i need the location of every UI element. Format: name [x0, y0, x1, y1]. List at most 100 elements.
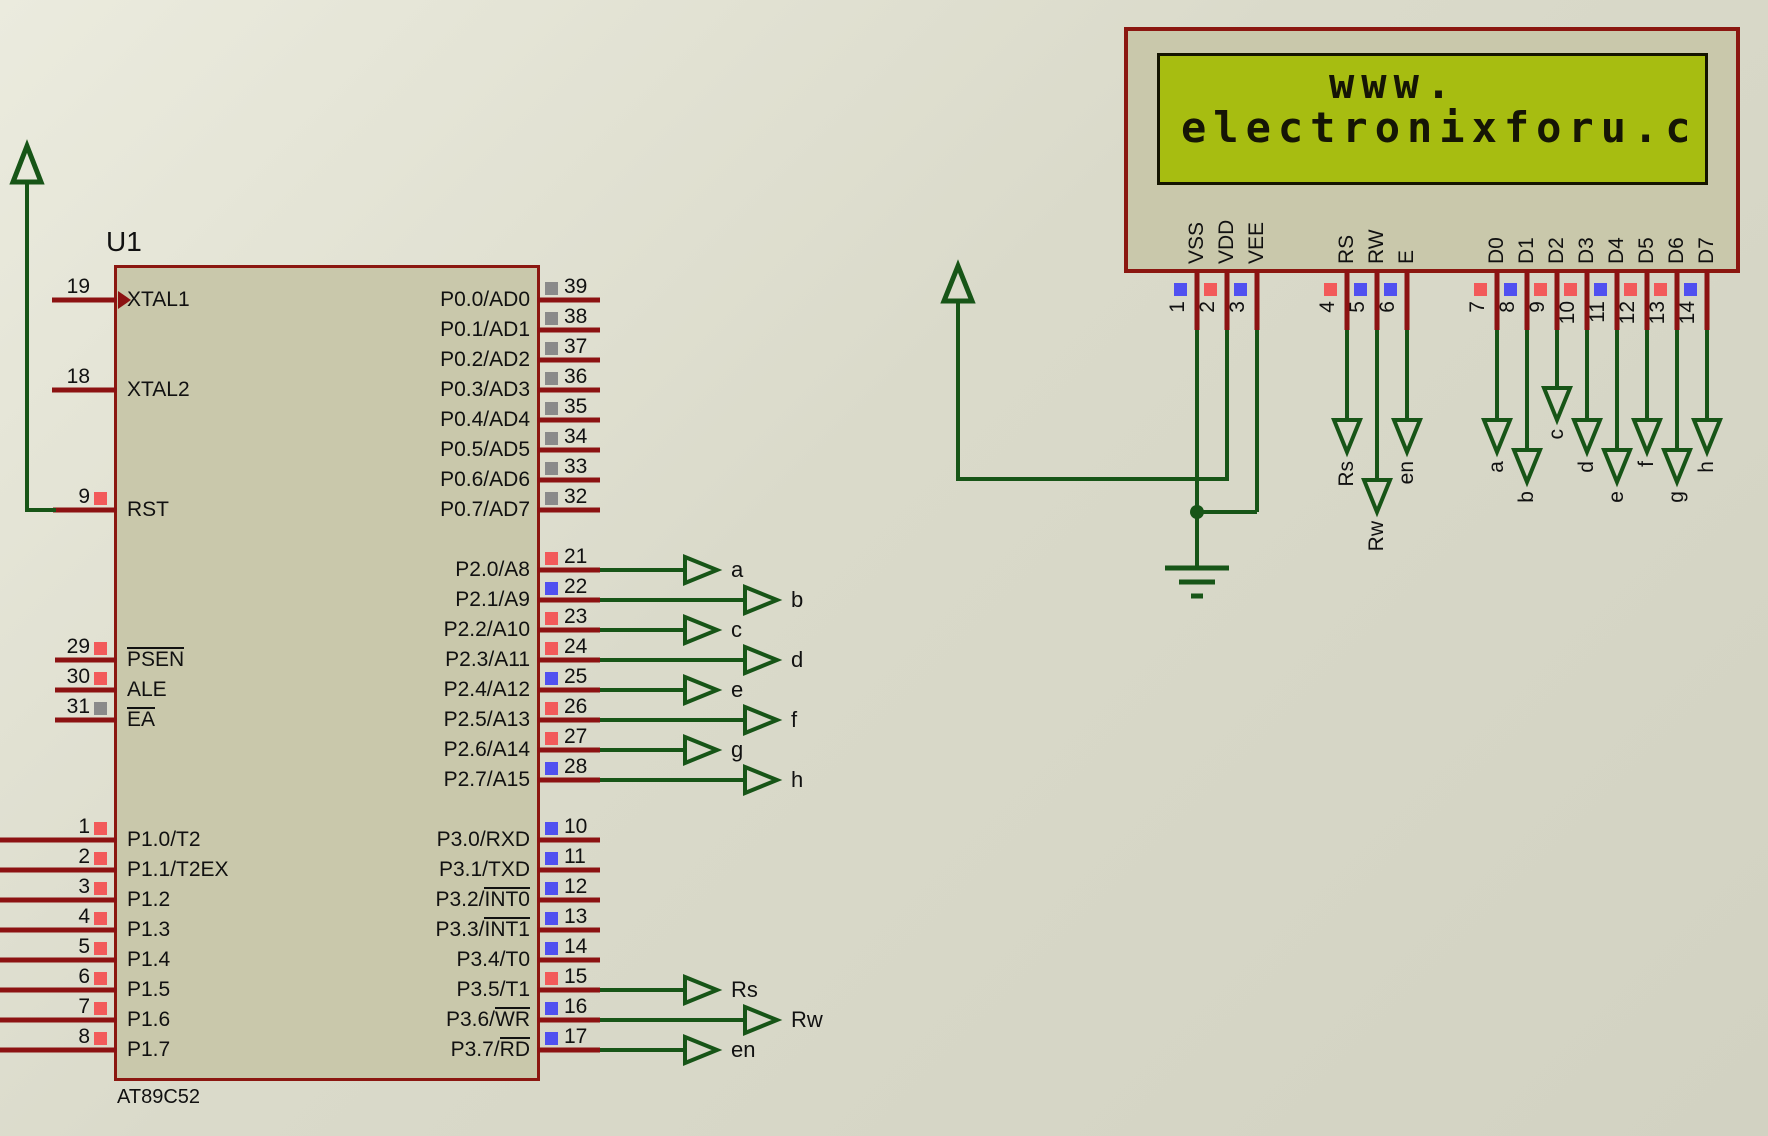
pin-state-square [545, 312, 558, 325]
pin-state-square [545, 612, 558, 625]
pin-state-square [94, 672, 107, 685]
pin-state-square [1534, 283, 1547, 296]
pin-number: 6 [78, 965, 90, 988]
pin-label: XTAL2 [127, 377, 190, 403]
pin-number: 25 [564, 665, 588, 688]
wire-net-label: e [731, 677, 744, 702]
signal-arrow-icon[interactable] [1331, 418, 1363, 458]
wire-net-label: d [1575, 461, 1598, 473]
pin-state-square [94, 822, 107, 835]
pin-label: D0 [1485, 237, 1508, 264]
pin-state-square [94, 702, 107, 715]
signal-arrow-icon[interactable] [683, 614, 723, 646]
pin-number: 3 [78, 875, 90, 898]
pin-label-text: ALE [127, 678, 167, 701]
signal-arrow-icon[interactable] [683, 974, 723, 1006]
pin-number: 19 [66, 275, 90, 298]
pin-number: 23 [564, 605, 588, 628]
pin-state-square [94, 912, 107, 925]
pin-state-square [1504, 283, 1517, 296]
pin-label: P2.2/A10 [302, 617, 530, 643]
pin-state-square [1174, 283, 1187, 296]
pin-label-text: P0.3/AD3 [440, 378, 530, 401]
wire-net-label: c [1545, 429, 1568, 440]
pin-label: P1.2 [127, 887, 170, 913]
pin-state-square [1204, 283, 1217, 296]
pin-label: RW [1365, 229, 1388, 264]
pin-label-text: P2.0/A8 [455, 558, 530, 581]
wire[interactable] [956, 300, 1227, 481]
pin-state-square [545, 972, 558, 985]
pin-label-text: P2.2/A10 [443, 618, 530, 641]
power-arrow-icon [9, 139, 45, 185]
signal-arrow-icon[interactable] [683, 734, 723, 766]
signal-arrow-icon[interactable] [743, 584, 783, 616]
pin-number: 7 [1466, 301, 1489, 313]
pin-number: 11 [564, 845, 586, 868]
signal-arrow-icon[interactable] [1511, 448, 1543, 488]
pin-label-text: P2.5/A13 [443, 708, 530, 731]
signal-arrow-icon[interactable] [743, 704, 783, 736]
signal-arrow-icon[interactable] [1361, 478, 1393, 518]
wire-net-label: b [1515, 491, 1538, 503]
wire-net-label: en [1395, 461, 1418, 485]
signal-arrow-icon[interactable] [1631, 418, 1663, 458]
pin-label-text: P2.1/A9 [455, 588, 530, 611]
pin-label-text: P3.6/ [445, 1008, 495, 1031]
pin-state-square [545, 672, 558, 685]
pin-state-square [1384, 283, 1397, 296]
lcd-screen-line-1: www. [1329, 59, 1459, 108]
pin-number: 33 [564, 455, 588, 478]
pin-label: P1.5 [127, 977, 170, 1003]
pin-label: P1.3 [127, 917, 170, 943]
pin-number: 38 [564, 305, 588, 328]
signal-arrow-icon[interactable] [743, 644, 783, 676]
pin-label-text: P3.7/ [450, 1038, 500, 1061]
pin-state-square [94, 642, 107, 655]
pin-label: D6 [1665, 237, 1688, 264]
pin-state-square [545, 1032, 558, 1045]
pin-label-text: P1.1/T2EX [127, 858, 229, 881]
signal-arrow-icon[interactable] [1571, 418, 1603, 458]
pin-state-square [94, 1032, 107, 1045]
signal-arrow-icon[interactable] [1601, 448, 1633, 488]
pin-number: 13 [1646, 301, 1669, 325]
signal-arrow-icon[interactable] [683, 554, 723, 586]
pin-label: D2 [1545, 237, 1568, 264]
signal-arrow-icon[interactable] [1661, 448, 1693, 488]
pin-state-square [1234, 283, 1247, 296]
pin-label: P0.7/AD7 [302, 497, 530, 523]
pin-label: P3.6/WR [302, 1007, 530, 1033]
wire-net-label: f [1635, 461, 1658, 467]
mcu-component-body[interactable] [114, 265, 540, 1081]
signal-arrow-icon[interactable] [1541, 386, 1573, 426]
signal-arrow-icon[interactable] [683, 674, 723, 706]
pin-label: P0.3/AD3 [302, 377, 530, 403]
pin-state-square [1594, 283, 1607, 296]
pin-number: 27 [564, 725, 588, 748]
pin-number: 29 [66, 635, 90, 658]
signal-arrow-icon[interactable] [1691, 418, 1723, 458]
pin-label-text: P1.2 [127, 888, 171, 911]
pin-state-square [545, 342, 558, 355]
pin-number: 2 [1196, 301, 1219, 313]
pin-state-square [1654, 283, 1667, 296]
wire[interactable] [25, 182, 56, 512]
signal-arrow-icon[interactable] [1391, 418, 1423, 458]
signal-arrow-icon[interactable] [1481, 418, 1513, 458]
signal-arrow-icon[interactable] [743, 1004, 783, 1036]
pin-number: 32 [564, 485, 588, 508]
pin-number: 18 [66, 365, 90, 388]
pin-number: 5 [1346, 301, 1369, 313]
wire-net-label: en [731, 1037, 756, 1062]
pin-label: RST [127, 497, 169, 523]
pin-label: P0.5/AD5 [302, 437, 530, 463]
pin-number: 16 [564, 995, 588, 1018]
signal-arrow-icon[interactable] [683, 1034, 723, 1066]
pin-label-text: P0.7/AD7 [440, 498, 530, 521]
signal-arrow-icon[interactable] [743, 764, 783, 796]
pin-number: 30 [66, 665, 90, 688]
pin-number: 17 [564, 1025, 588, 1048]
pin-label: P0.1/AD1 [302, 317, 530, 343]
